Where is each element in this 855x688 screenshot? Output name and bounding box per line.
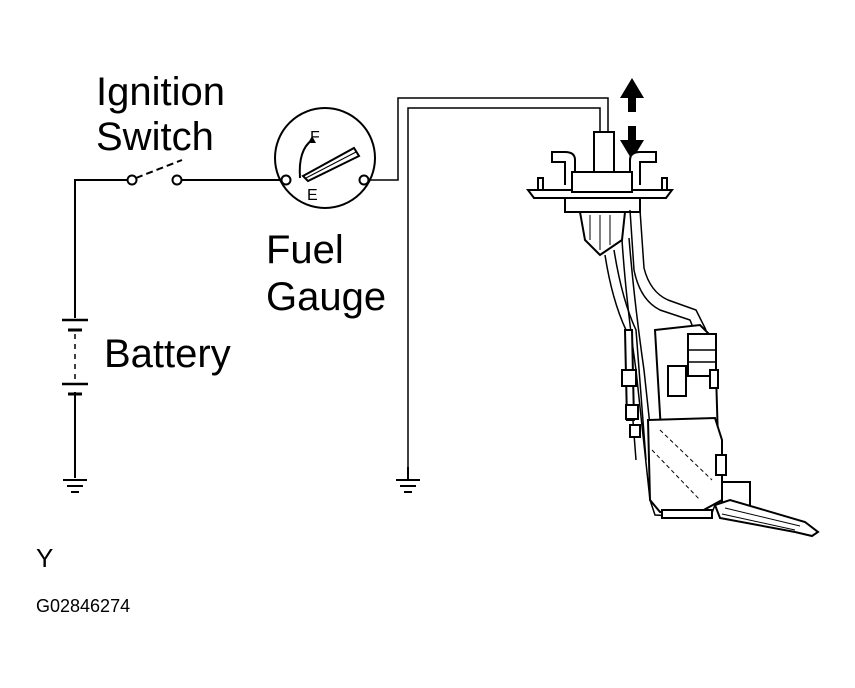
battery-symbol [62,318,88,396]
ignition-switch-label-line2: Switch [96,115,214,159]
gauge-empty-mark: E [307,187,318,204]
ground-symbol-left [63,479,87,493]
up-down-arrow-icon [620,78,644,160]
gauge-full-mark: F [310,129,320,146]
battery-label: Battery [104,332,231,376]
fuel-gauge-dial [274,107,376,209]
ignition-switch-symbol [126,159,183,186]
corner-letter: Y [36,543,53,573]
ground-symbol-right [396,467,420,493]
ignition-switch-label-line1: Ignition [96,70,225,114]
left-circuit-wiring [74,179,280,478]
sender-wire [368,97,609,467]
fuel-gauge-label-line1: Fuel [266,228,344,272]
fuel-sender-assembly [526,78,820,538]
fuel-gauge-label-line2: Gauge [266,275,386,319]
figure-code: G02846274 [36,596,130,616]
